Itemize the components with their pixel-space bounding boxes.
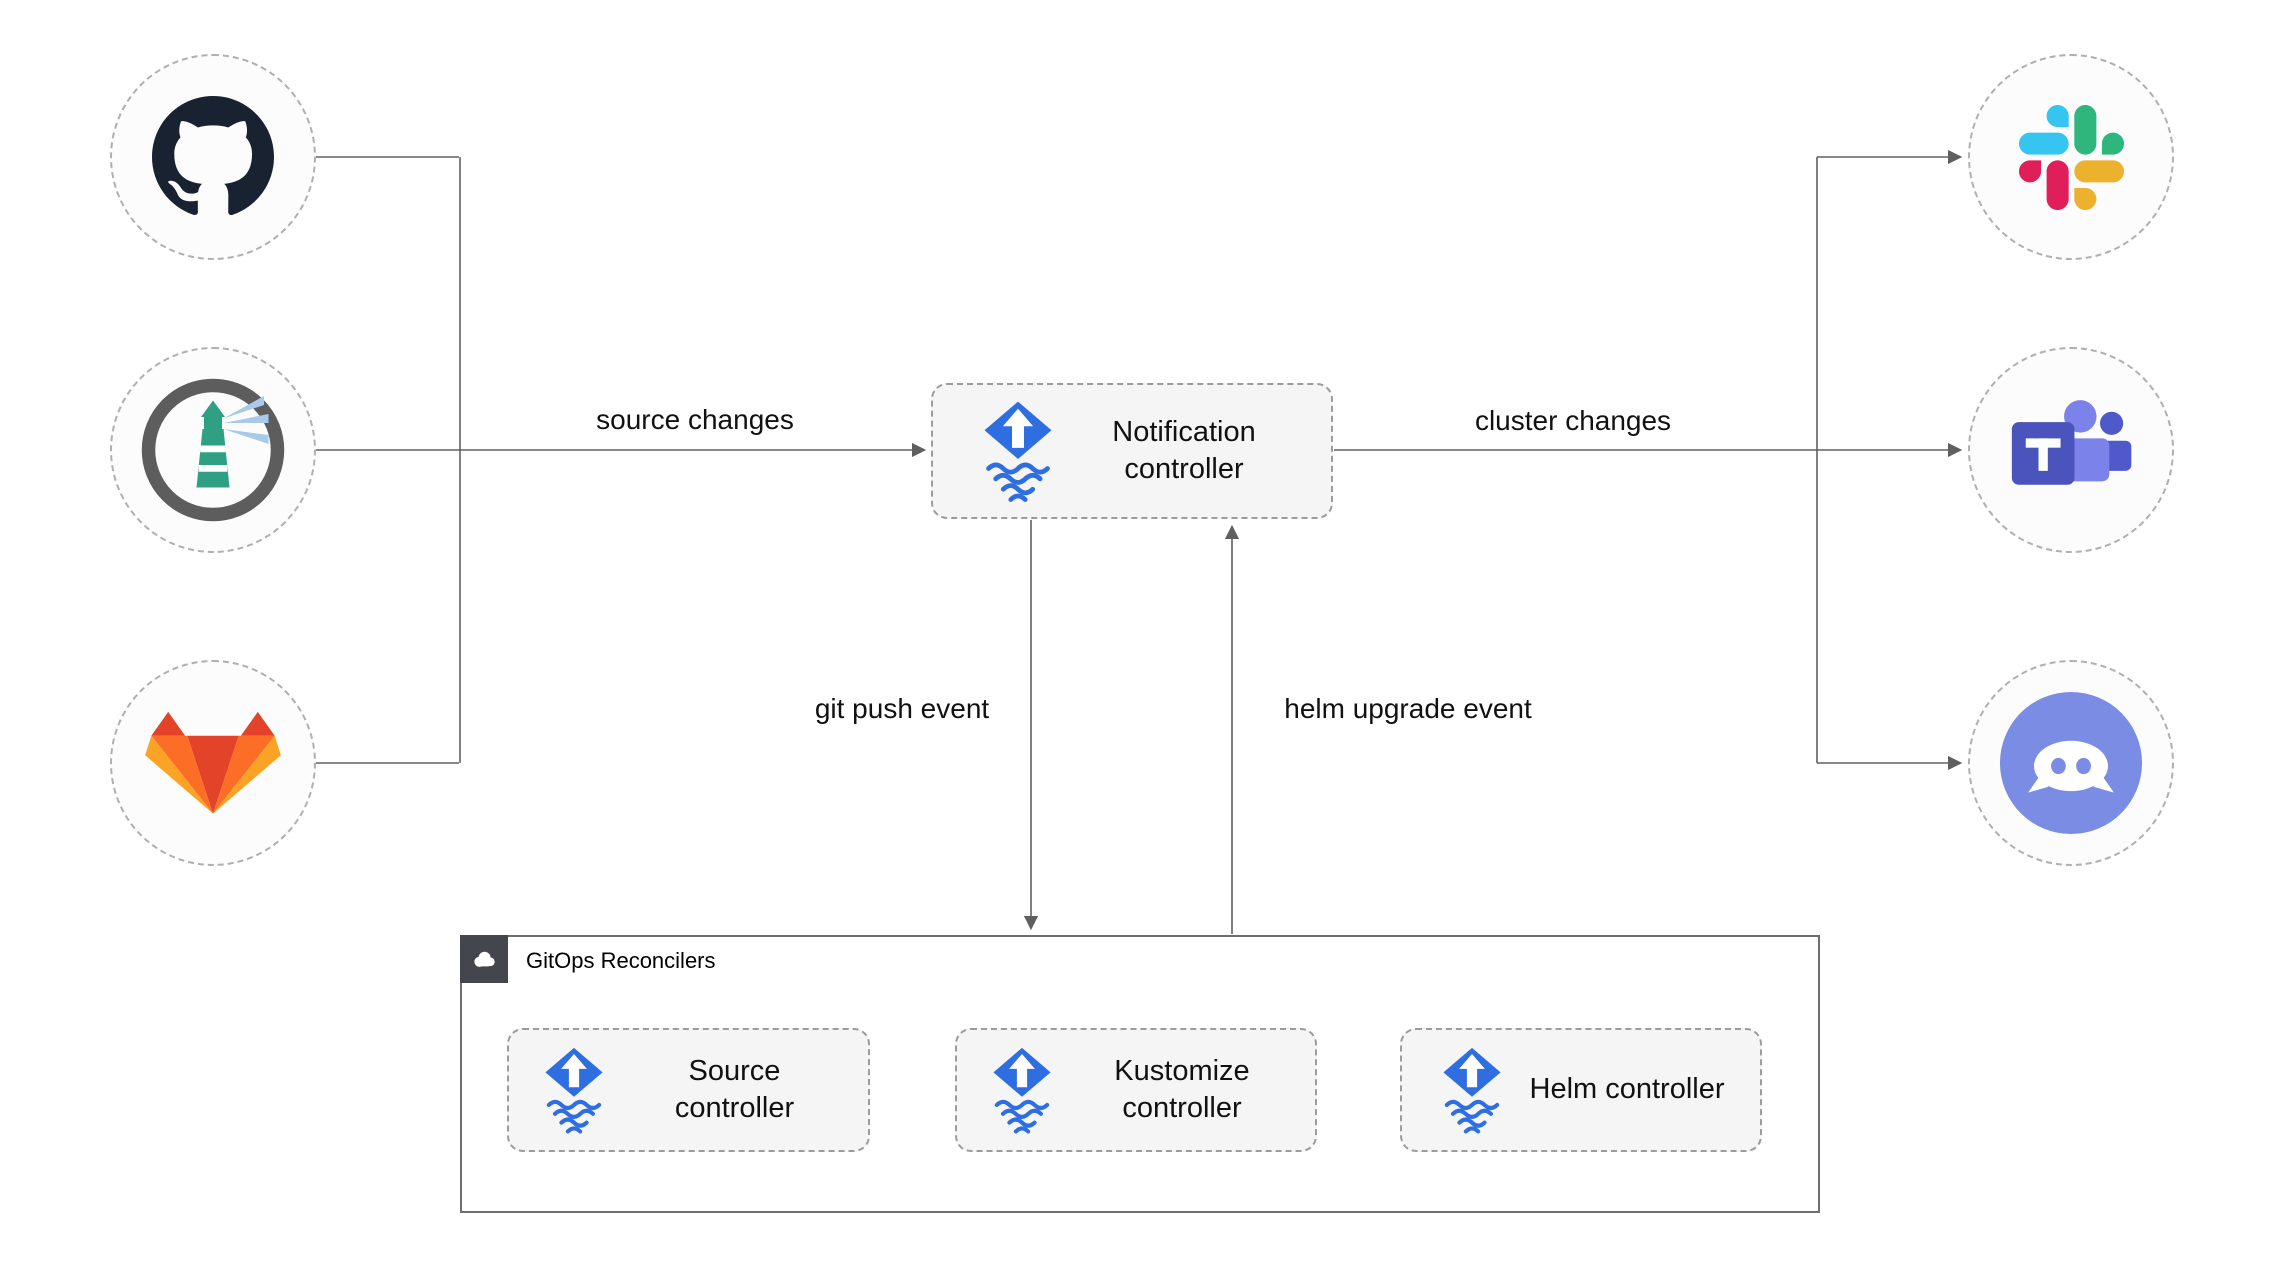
discord-icon	[1997, 689, 2145, 837]
flux-icon	[1438, 1046, 1506, 1134]
cloud-icon	[469, 948, 499, 971]
kustomize-controller-label: Kustomize controller	[1114, 1054, 1250, 1124]
flux-icon	[978, 400, 1058, 502]
node-github	[110, 54, 316, 260]
node-slack	[1968, 54, 2174, 260]
node-discord	[1968, 660, 2174, 866]
node-microsoft-teams	[1968, 347, 2174, 553]
edge-label-helm-upgrade-event: helm upgrade event	[1274, 691, 1542, 727]
harbor-icon	[138, 375, 288, 525]
microsoft-teams-icon	[2007, 392, 2135, 508]
slack-icon	[2019, 105, 2124, 210]
gitlab-icon	[143, 710, 283, 816]
flux-icon	[540, 1046, 608, 1134]
notification-controller-label: Notification controller	[1112, 415, 1256, 485]
node-notification-controller: Notification controller	[931, 383, 1333, 519]
edge-label-git-push-event: git push event	[804, 691, 1000, 727]
flux-icon	[988, 1046, 1056, 1134]
source-controller-label: Source controller	[674, 1054, 795, 1124]
group-title: GitOps Reconcilers	[526, 948, 716, 973]
node-kustomize-controller: Kustomize controller	[955, 1028, 1317, 1152]
helm-controller-label: Helm controller	[1529, 1073, 1725, 1106]
node-harbor	[110, 347, 316, 553]
node-source-controller: Source controller	[507, 1028, 870, 1152]
github-icon	[152, 96, 274, 218]
edge-label-source-changes: source changes	[586, 402, 804, 438]
node-helm-controller: Helm controller	[1400, 1028, 1762, 1152]
node-gitlab	[110, 660, 316, 866]
edge-label-cluster-changes: cluster changes	[1464, 403, 1682, 439]
group-badge	[460, 935, 508, 983]
